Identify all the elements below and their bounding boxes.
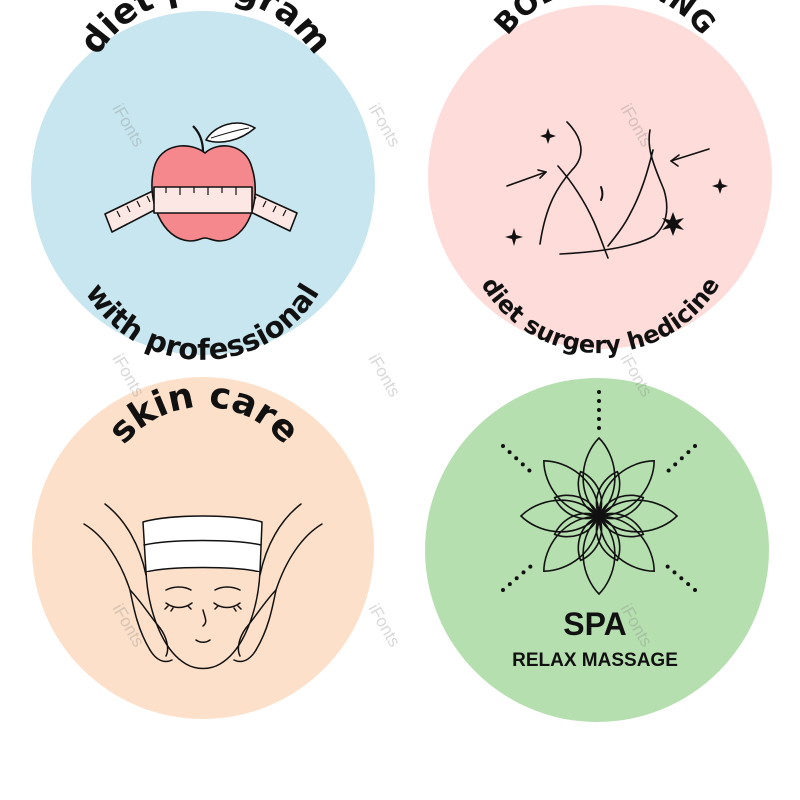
lotus-petal [519, 499, 601, 533]
face-massage-icon [83, 503, 323, 670]
lotus-petal [543, 515, 600, 572]
watermark-text: iFonts [109, 351, 149, 401]
lotus-inner-petal [597, 494, 645, 520]
spa-badge-circle [425, 378, 769, 722]
body-contour-sparkle-icon [506, 121, 710, 259]
lotus-inner-petal [577, 470, 603, 518]
lotus-inner-petal [553, 494, 601, 520]
lotus-inner-petal [553, 512, 601, 538]
lotus-flower-icon [519, 436, 679, 596]
lotus-inner-petal [577, 514, 603, 562]
lotus-petal [582, 514, 616, 596]
dotted-rays [501, 390, 697, 592]
lotus-inner-petal [595, 470, 621, 518]
lotus-inner-petal [595, 514, 621, 562]
lotus-petal [598, 460, 655, 517]
sparkle-icons [505, 128, 728, 246]
diet-program-badge: diet program with professional [31, 0, 375, 367]
body-badge-circle [428, 5, 772, 349]
spa-subtitle: RELAX MASSAGE [512, 650, 678, 671]
watermark-text: iFonts [365, 601, 405, 651]
lotus-petal [543, 460, 600, 517]
body-shaping-badge: BODY SHPING diet surgery hedicine [428, 0, 772, 359]
apple-measuring-tape-icon [104, 122, 298, 242]
lotus-inner-petal [597, 512, 645, 538]
watermark-text: iFonts [365, 351, 405, 401]
spa-badge [425, 378, 769, 722]
lotus-petal [582, 436, 616, 518]
lotus-petal [597, 499, 679, 533]
lotus-petal [598, 515, 655, 572]
skin-care-badge: skin care [32, 375, 374, 719]
spa-title: SPA [563, 606, 627, 642]
watermark-text: iFonts [365, 101, 405, 151]
